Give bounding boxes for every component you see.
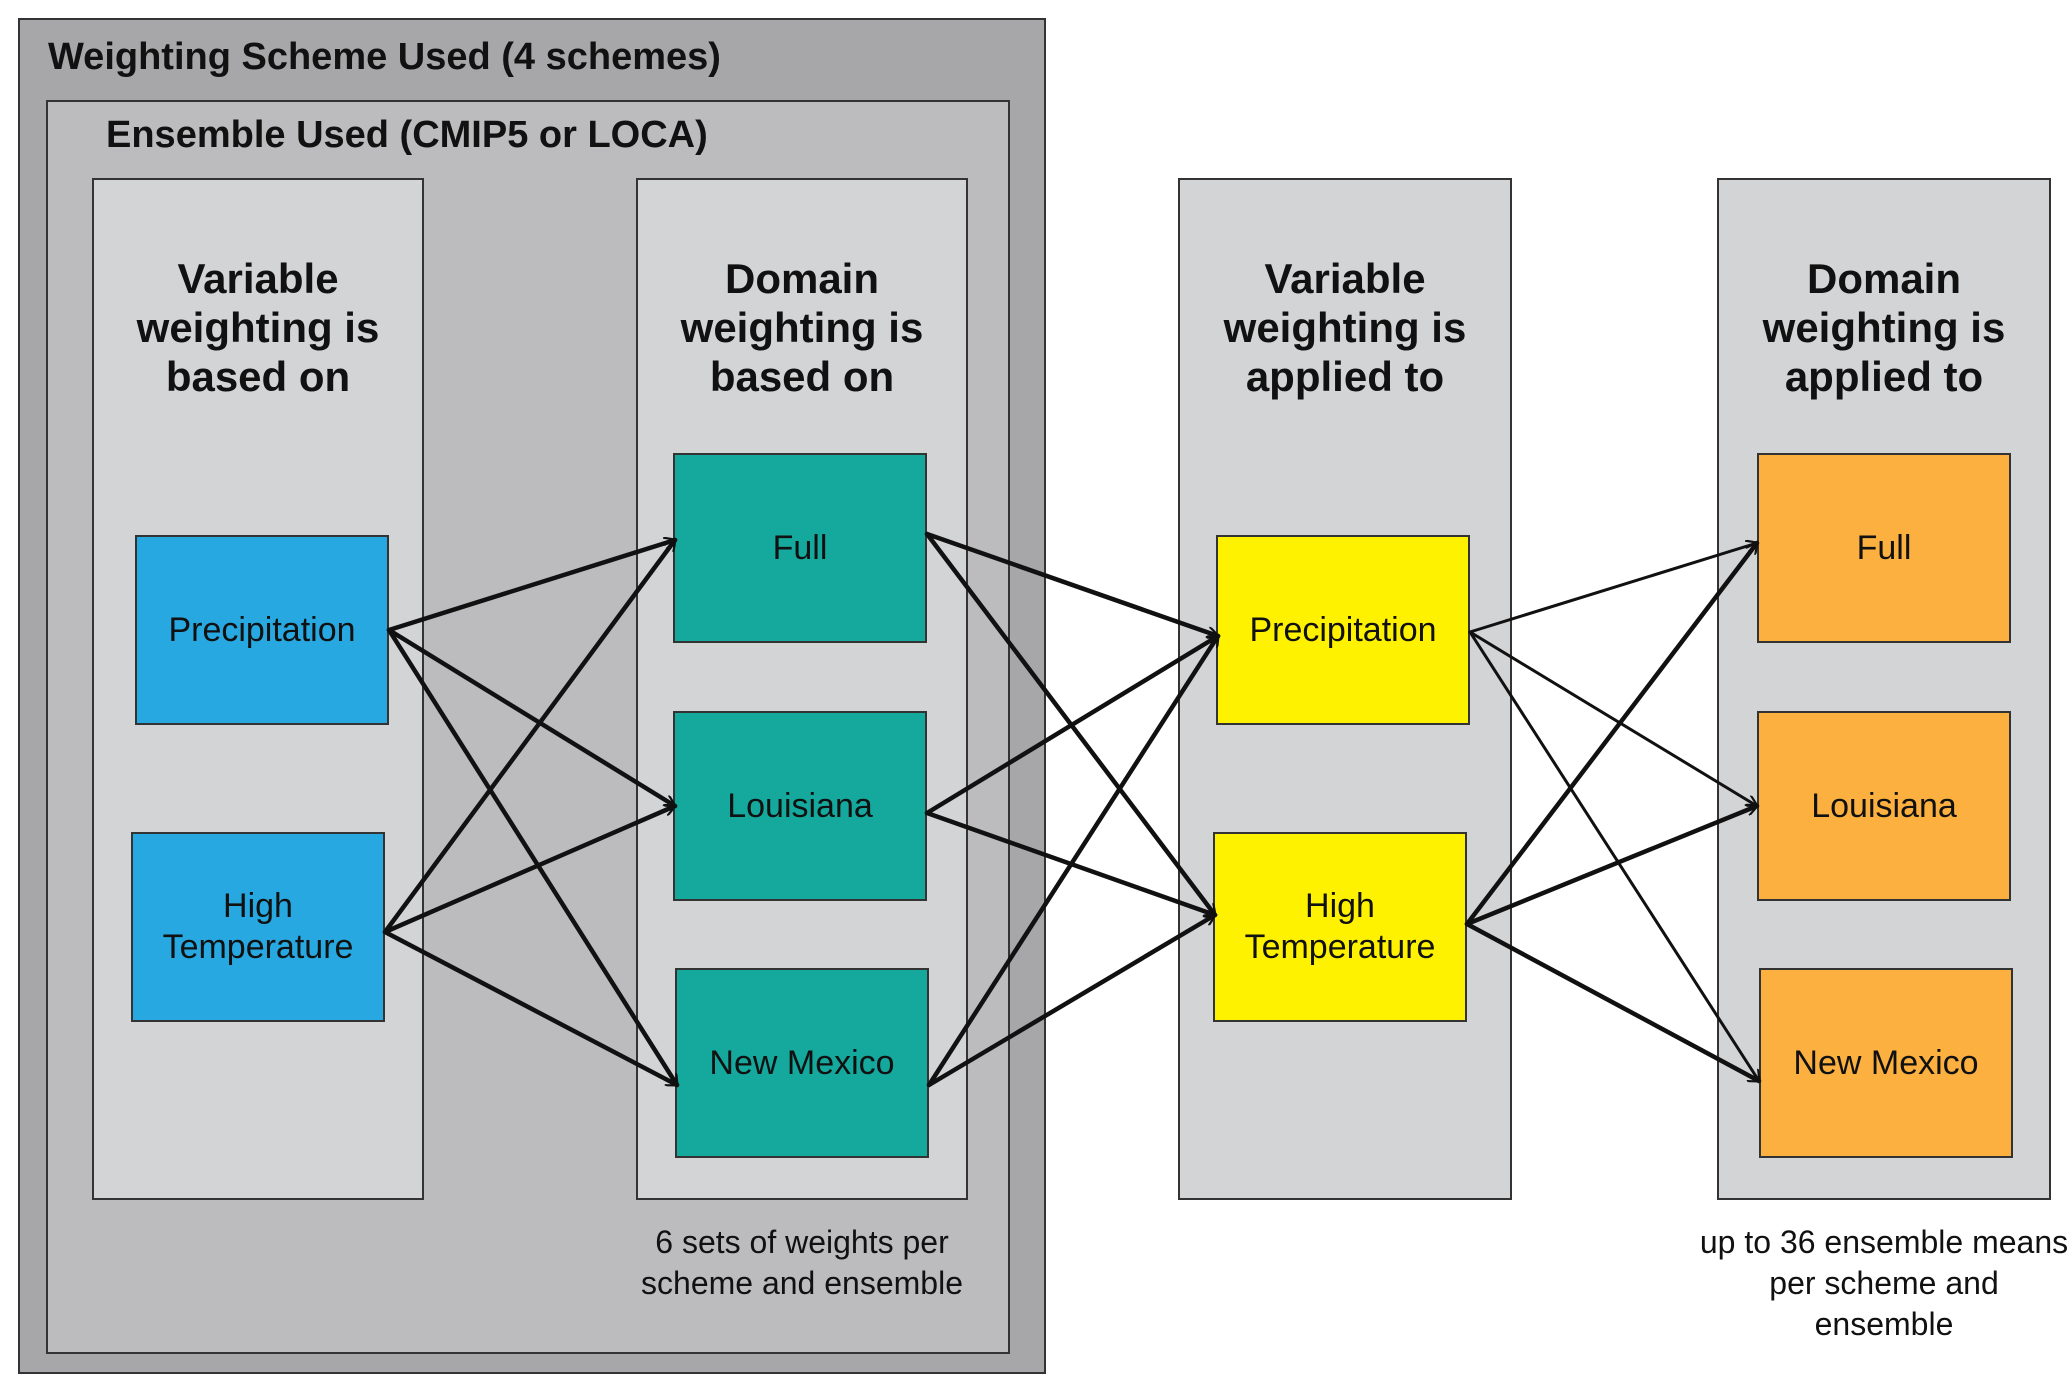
note-weights: 6 sets of weights per scheme and ensembl…	[641, 1224, 963, 1301]
box-var-applied-high-temperature: High Temperature	[1213, 832, 1467, 1022]
column-heading-domain-applied-to: Domain weighting is applied to	[1762, 255, 2006, 400]
box-var-based-precipitation: Precipitation	[135, 535, 389, 725]
note-means: up to 36 ensemble means per scheme and e…	[1699, 1224, 2067, 1342]
arrow-var-applied-precipitation-to-domain-applied-full	[1468, 543, 1757, 634]
weighting-scheme-title: Weighting Scheme Used (4 schemes)	[48, 36, 721, 78]
column-heading-domain-based-on: Domain weighting is based on	[680, 255, 924, 400]
box-var-based-high-temperature: High Temperature	[131, 832, 385, 1022]
ensemble-title: Ensemble Used (CMIP5 or LOCA)	[106, 114, 708, 156]
box-domain-based-new-mexico: New Mexico	[675, 968, 929, 1158]
column-heading-variable-based-on: Variable weighting is based on	[136, 255, 380, 400]
box-domain-applied-full: Full	[1757, 453, 2011, 643]
arrow-var-applied-precipitation-to-domain-applied-new-mexico	[1468, 630, 1759, 1081]
arrow-var-applied-precipitation-to-domain-applied-louisiana	[1468, 630, 1757, 806]
box-var-applied-precipitation: Precipitation	[1216, 535, 1470, 725]
box-domain-based-louisiana: Louisiana	[673, 711, 927, 901]
box-domain-applied-new-mexico: New Mexico	[1759, 968, 2013, 1158]
box-domain-based-full: Full	[673, 453, 927, 643]
column-heading-variable-applied-to: Variable weighting is applied to	[1223, 255, 1467, 400]
box-domain-applied-louisiana: Louisiana	[1757, 711, 2011, 901]
